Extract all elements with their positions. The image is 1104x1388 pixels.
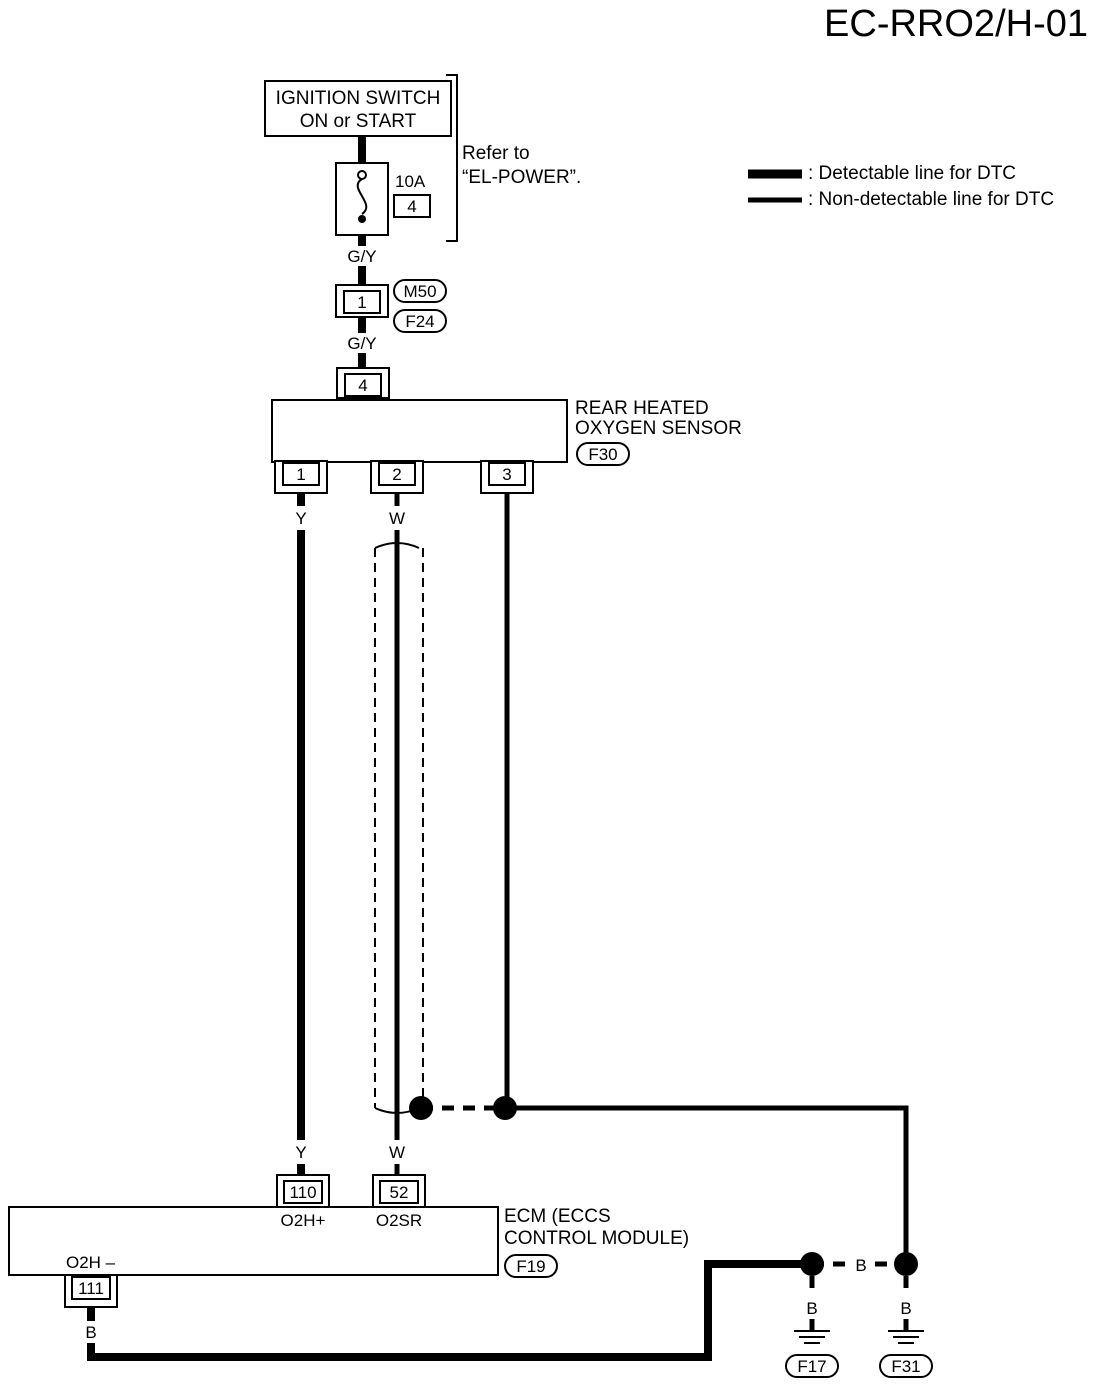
wire-color-b-f17: B: [806, 1299, 817, 1318]
ecm-connector-pin-110: 110: [276, 1174, 330, 1208]
junction-ground-right: [894, 1252, 918, 1276]
fuse-rating: 10A: [395, 172, 426, 191]
ecm-connector-pin-111: 111: [64, 1274, 118, 1308]
legend-detectable-label: : Detectable line for DTC: [808, 163, 1016, 184]
wire-color-b-middle: B: [855, 1256, 866, 1275]
junction-shield: [409, 1096, 433, 1120]
wire-color-w-top: W: [389, 509, 405, 528]
wire-color-b-ecm: B: [85, 1323, 96, 1342]
ignition-switch: IGNITION SWITCH ON or START: [264, 80, 452, 137]
wire-b-ecm-ground: [87, 1260, 812, 1361]
junction-ground-left: [800, 1252, 824, 1276]
ecm: O2H+ O2SR O2H – ECM (ECCS CONTROL MODULE…: [8, 1206, 689, 1278]
wire-pin3-to-ground: [505, 1105, 909, 1264]
el-power-label: “EL-POWER”.: [462, 167, 581, 188]
wire-color-b-f31: B: [900, 1299, 911, 1318]
legend: : Detectable line for DTC : Non-detectab…: [748, 163, 1054, 210]
fuse-number: 4: [407, 197, 416, 216]
wire-color-y-bottom: Y: [295, 1143, 306, 1162]
sensor-connector-pin-1: 1: [274, 460, 328, 494]
connector-f24-id: F24: [405, 312, 434, 331]
sensor-connector-pin-3: 3: [480, 460, 534, 494]
ecm-pin-label-o2sr: O2SR: [376, 1211, 422, 1230]
ground-f17: B F17: [785, 1276, 839, 1378]
rear-heated-oxygen-sensor: REAR HEATED OXYGEN SENSOR F30: [271, 398, 742, 466]
legend-non-detectable-label: : Non-detectable line for DTC: [808, 189, 1054, 210]
svg-text:4: 4: [358, 376, 367, 395]
ecm-connector-id: F19: [516, 1257, 545, 1276]
ecm-pin-label-o2h-minus: O2H –: [66, 1253, 116, 1272]
ecm-pin-label-o2h-plus: O2H+: [281, 1211, 326, 1230]
sensor-label-line2: OXYGEN SENSOR: [575, 418, 742, 439]
ground-f31: B F31: [879, 1276, 933, 1378]
svg-text:2: 2: [392, 465, 401, 484]
sensor-connector-pin-4: 4: [336, 367, 390, 399]
ignition-switch-label: IGNITION SWITCH: [276, 88, 441, 109]
ground-f31-id: F31: [891, 1357, 920, 1376]
connector-m50-pin: 1: [357, 293, 366, 312]
ecm-label-line2: CONTROL MODULE): [504, 1228, 689, 1249]
sensor-label-line1: REAR HEATED: [575, 398, 709, 419]
ground-f17-id: F17: [797, 1357, 826, 1376]
wire-color-gy-mid: G/Y: [347, 334, 376, 353]
refer-to-label: Refer to: [462, 143, 530, 164]
connector-m50-f24: 1 M50 F24: [335, 279, 447, 333]
svg-text:1: 1: [296, 465, 305, 484]
fuse: 10A 4: [335, 162, 431, 236]
svg-text:111: 111: [78, 1279, 104, 1298]
refer-bracket: [446, 74, 458, 242]
connector-m50-id: M50: [403, 282, 436, 301]
wire-color-y-top: Y: [295, 509, 306, 528]
sensor-connector-pin-2: 2: [370, 460, 424, 494]
svg-text:52: 52: [390, 1183, 409, 1202]
ecm-connector-pin-52: 52: [372, 1174, 426, 1208]
ignition-switch-state: ON or START: [300, 111, 417, 132]
sensor-connector-id: F30: [588, 445, 617, 464]
diagram-title: EC-RRO2/H-01: [824, 3, 1088, 45]
ecm-label-line1: ECM (ECCS: [504, 1206, 611, 1227]
svg-text:110: 110: [289, 1183, 316, 1202]
wire-color-w-bottom: W: [389, 1143, 405, 1162]
svg-text:3: 3: [502, 465, 511, 484]
wire-color-gy-top: G/Y: [347, 247, 376, 266]
